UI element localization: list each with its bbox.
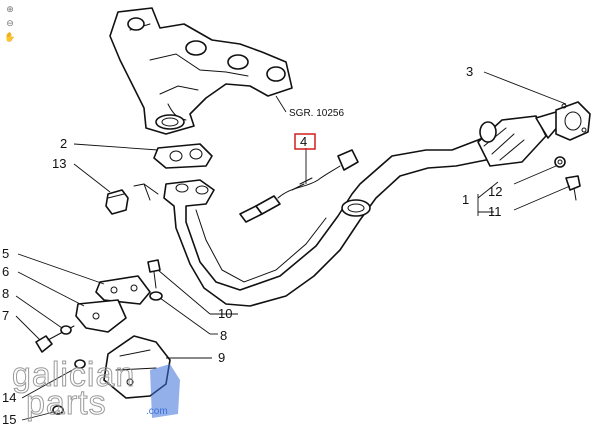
bolt-part-11[interactable]	[565, 175, 581, 201]
callout-3: 3	[466, 64, 473, 79]
callout-7: 7	[2, 308, 9, 323]
callout-6: 6	[2, 264, 9, 279]
clamp-part-5[interactable]	[95, 275, 151, 305]
zoom-in-icon[interactable]: ⊕	[6, 5, 14, 15]
pan-icon[interactable]: ✋	[4, 33, 16, 43]
zoom-out-icon[interactable]: ⊖	[6, 19, 14, 29]
callout-9: 9	[218, 350, 225, 365]
callout-5: 5	[2, 246, 9, 261]
callout-2: 2	[60, 136, 67, 151]
callout-11: 11	[488, 204, 502, 219]
exhaust-manifold	[109, 7, 293, 135]
watermark-line-1: galician	[12, 356, 135, 394]
callout-8-left: 8	[2, 286, 9, 301]
reference-label: SGR. 10256	[289, 108, 344, 119]
callout-1: 1	[462, 192, 469, 207]
callout-12: 12	[488, 184, 502, 199]
washer-part-8-left[interactable]	[60, 325, 72, 335]
callout-13: 13	[52, 156, 66, 171]
viewer-controls: ⊕ ⊖ ✋	[4, 4, 18, 46]
callout-14: 14	[2, 390, 16, 405]
callout-15: 15	[2, 412, 16, 427]
washer-part-15[interactable]	[52, 405, 64, 415]
watermark-line-2: parts	[26, 384, 107, 422]
gasket-part-2[interactable]	[153, 143, 213, 169]
washer-part-8-right[interactable]	[149, 291, 163, 301]
washer-part-14[interactable]	[74, 359, 86, 369]
highlight-box	[294, 133, 316, 150]
callout-8-right: 8	[220, 328, 227, 343]
watermark: galician parts .com	[12, 356, 180, 423]
bolt-part-10[interactable]	[147, 259, 161, 289]
flange-part-3[interactable]	[555, 101, 591, 141]
watermark-suffix: .com	[146, 406, 168, 417]
nut-part-13[interactable]	[105, 189, 129, 215]
callout-4: 4	[300, 134, 307, 149]
oxygen-sensor-part-4[interactable]	[239, 149, 359, 223]
bracket-part-6[interactable]	[75, 299, 127, 333]
washer-part-12[interactable]	[554, 156, 566, 168]
callout-10: 10	[218, 306, 232, 321]
watermark-accent-shape	[150, 364, 180, 418]
